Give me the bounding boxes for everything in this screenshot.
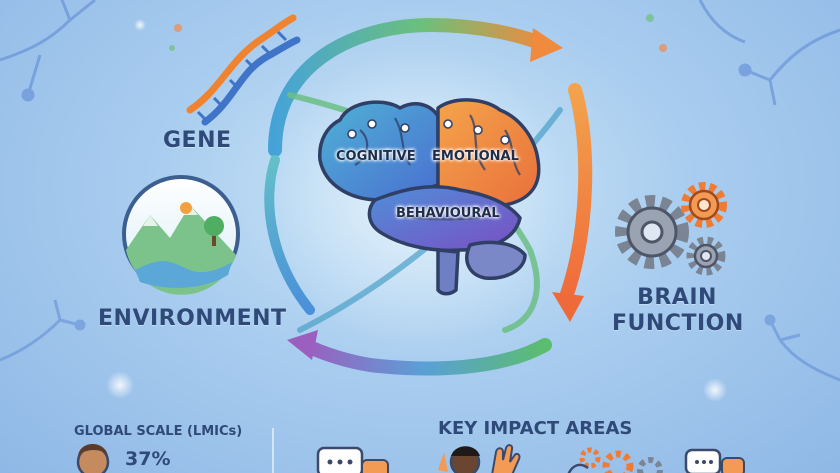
arrow-top-head (530, 28, 563, 62)
brain-stem (436, 248, 460, 296)
footer-stat: 37% (125, 448, 171, 470)
footer-divider (272, 428, 274, 473)
decorative-neuron-top-right (698, 0, 840, 106)
decorative-sparkles (106, 14, 727, 402)
brain-back-lobe (436, 98, 541, 207)
person-icon-2 (438, 446, 481, 473)
footer-key-impact: KEY IMPACT AREAS (438, 418, 633, 439)
decorative-neuron-top-left (0, 0, 96, 102)
footer-global-scale: GLOBAL SCALE (LMICs) (74, 424, 243, 439)
cerebellum (465, 240, 527, 280)
arrow-bottom (298, 338, 552, 376)
arrow-top (268, 17, 552, 157)
node-brain-function: BRAIN FUNCTION (612, 285, 744, 336)
decorative-neuron-bottom-right (764, 314, 840, 382)
brain-region-cognitive: COGNITIVE (336, 149, 416, 164)
node-gene: GENE (163, 128, 232, 153)
node-environment: ENVIRONMENT (98, 306, 287, 331)
arrow-left (264, 155, 315, 315)
dna-icon (186, 14, 301, 126)
landscape-icon (122, 175, 240, 295)
wave-hand-icon (491, 444, 521, 473)
brain-region-emotional: EMOTIONAL (432, 149, 519, 164)
arrow-bottom-head (287, 330, 318, 360)
arrow-right (558, 83, 593, 307)
gear-icon (615, 182, 727, 276)
brain-region-behavioural: BEHAVIOURAL (396, 206, 500, 221)
chat-icon (316, 446, 389, 473)
person-icon (76, 444, 110, 473)
chat-icon-2 (684, 448, 745, 473)
decorative-neuron-bottom-left (0, 299, 86, 362)
small-gears-icon (567, 447, 663, 473)
arrow-right-head (552, 292, 584, 322)
brain-icon (318, 98, 541, 296)
